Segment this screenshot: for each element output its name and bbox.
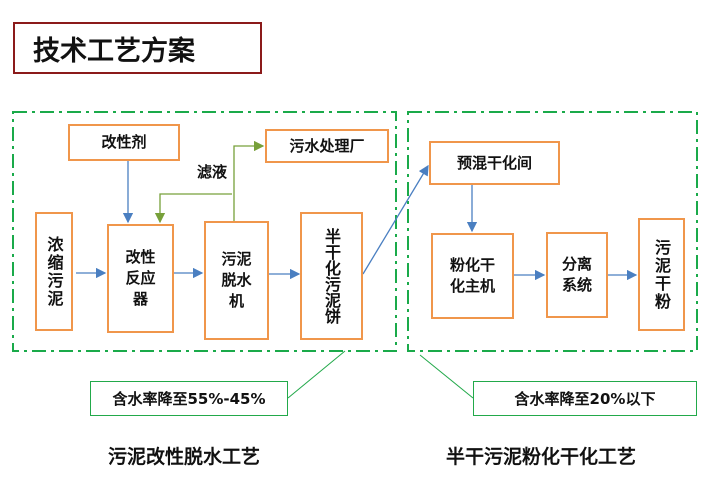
note-left-pointer xyxy=(287,350,346,399)
dry-powder-box: 污泥干粉 xyxy=(638,218,685,331)
note-right-pointer xyxy=(419,354,474,399)
moisture-note-right: 含水率降至20%以下 xyxy=(473,381,697,416)
semi-dry-cake-box: 半干化污泥饼 xyxy=(300,212,363,340)
right-process-group xyxy=(407,111,698,352)
premix-box: 预混干化间 xyxy=(429,141,560,185)
moisture-note-left: 含水率降至55%-45% xyxy=(90,381,288,416)
separation-box: 分离系统 xyxy=(546,232,608,318)
reactor-box: 改性反应器 xyxy=(107,224,174,333)
dry-powder-label: 污泥干粉 xyxy=(652,238,671,311)
filtrate-recycle xyxy=(154,193,232,224)
filtrate-to-plant xyxy=(233,140,265,221)
semi-dry-cake-label: 半干化污泥饼 xyxy=(322,228,341,324)
thickened-sludge-label: 浓缩污泥 xyxy=(44,235,64,308)
filtrate-label: 滤液 xyxy=(197,163,228,181)
left-process-group xyxy=(12,111,397,352)
arrow-cake-premix xyxy=(362,164,429,275)
right-caption: 半干污泥粉化干化工艺 xyxy=(446,446,637,468)
modifier-box: 改性剂 xyxy=(68,124,180,161)
thickened-sludge-box: 浓缩污泥 xyxy=(35,212,73,331)
wastewater-plant-box: 污水处理厂 xyxy=(265,129,389,163)
left-caption: 污泥改性脱水工艺 xyxy=(108,446,261,468)
main-unit-box: 粉化干化主机 xyxy=(431,233,514,319)
dewatering-box: 污泥脱水机 xyxy=(204,221,269,340)
page-title: 技术工艺方案 xyxy=(13,22,262,74)
